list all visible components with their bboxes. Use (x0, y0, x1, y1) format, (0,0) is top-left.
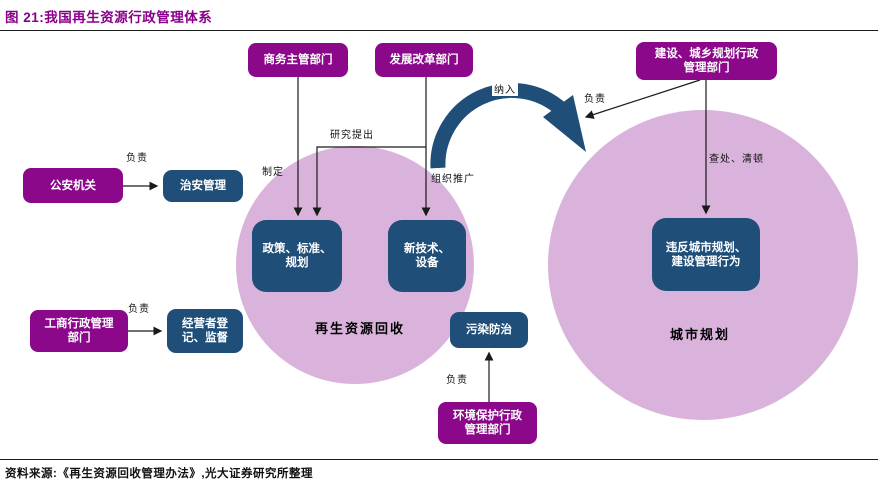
function-box-pollution: 污染防治 (450, 312, 528, 348)
incorporate-arc-arrow (430, 82, 568, 169)
agency-box-construction: 建设、城乡规划行政 管理部门 (636, 42, 777, 80)
label-formulate: 制定 (262, 167, 284, 178)
header-divider (0, 30, 878, 31)
agency-box-police: 公安机关 (23, 168, 123, 203)
arrow-construction-to-incorporate (584, 79, 701, 119)
figure-title: 图 21:我国再生资源行政管理体系 (5, 10, 213, 25)
function-box-technology: 新技术、 设备 (388, 220, 466, 292)
label-investigate: 查处、清顿 (709, 154, 764, 165)
incorporate-arc-arrowhead (543, 95, 586, 152)
arrow-ndrc-branch-to-policy (312, 146, 426, 217)
label-research-propose: 研究提出 (330, 130, 374, 141)
footer-divider (0, 459, 878, 460)
agency-box-commerce: 商务主管部门 (248, 43, 348, 77)
recycling-domain-label: 再生资源回收 (314, 321, 405, 336)
function-box-operator: 经营者登 记、监督 (167, 309, 243, 353)
label-construction-responsible: 负责 (584, 94, 606, 105)
source-note: 资料来源:《再生资源回收管理办法》,光大证券研究所整理 (5, 468, 314, 480)
function-box-public-security: 治安管理 (163, 170, 243, 202)
label-organize-promote: 组织推广 (431, 174, 475, 185)
urban-planning-domain-label: 城市规划 (669, 327, 730, 342)
agency-box-environment: 环境保护行政 管理部门 (438, 402, 537, 444)
label-environment-responsible: 负责 (446, 375, 468, 386)
agency-box-industry-commerce: 工商行政管理 部门 (30, 310, 128, 352)
function-box-policy: 政策、标准、 规划 (252, 220, 342, 292)
label-incorporate: 纳入 (492, 81, 518, 96)
agency-box-ndrc: 发展改革部门 (375, 43, 473, 77)
label-police-responsible: 负责 (126, 153, 148, 164)
label-industry-responsible: 负责 (128, 304, 150, 315)
function-box-violation: 违反城市规划、 建设管理行为 (652, 218, 760, 291)
